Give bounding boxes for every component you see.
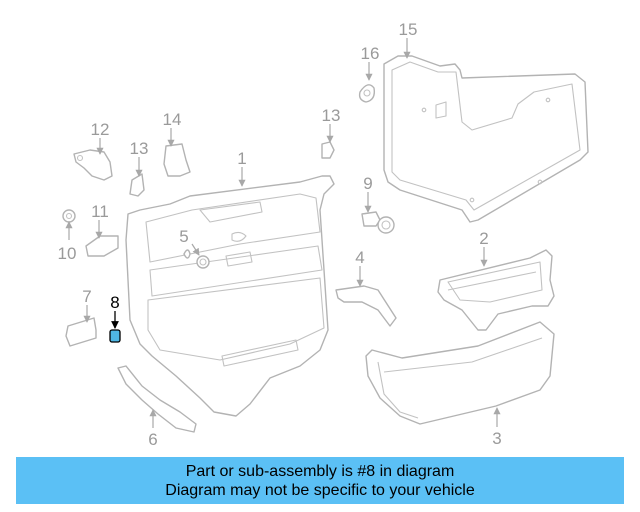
part-12-handle	[73, 149, 113, 181]
callout-10: 10	[58, 244, 77, 263]
info-banner: Part or sub-assembly is #8 in diagram Di…	[16, 457, 624, 504]
callout-4: 4	[355, 248, 364, 267]
callout-2: 2	[479, 229, 488, 248]
callout-labels: 1 2 3 4 5 6 7 8 9 10 11 12 13 13 14 15 1…	[58, 20, 502, 449]
callout-1: 1	[237, 149, 246, 168]
part-14-bracket	[163, 143, 191, 177]
leader-lines	[65, 38, 501, 428]
callout-5: 5	[179, 227, 188, 246]
callout-13-right: 13	[322, 106, 341, 125]
parts-diagram: 1 2 3 4 5 6 7 8 9 10 11 12 13 13 14 15 1…	[58, 20, 589, 449]
part-11-switch-bezel	[85, 235, 119, 257]
part-6-seal-strip	[117, 365, 197, 433]
callout-7: 7	[82, 287, 91, 306]
callout-14: 14	[163, 110, 182, 129]
callout-16: 16	[361, 44, 380, 63]
callout-13-left: 13	[130, 139, 149, 158]
part-13-bracket-upper	[321, 141, 335, 159]
part-15-cover	[383, 55, 589, 223]
part-9-plug	[361, 211, 395, 234]
part-2-armrest-trim	[437, 249, 555, 331]
part-16-clip	[358, 84, 376, 103]
banner-line-1: Part or sub-assembly is #8 in diagram	[185, 462, 455, 480]
callout-6: 6	[148, 430, 157, 449]
callout-3: 3	[492, 429, 501, 448]
part-8-clip-highlighted	[109, 329, 121, 343]
part-4-bracket	[335, 285, 397, 327]
part-7-bezel	[65, 317, 97, 347]
callout-8: 8	[110, 293, 119, 312]
part-5-knob	[183, 249, 210, 269]
callout-12: 12	[91, 120, 110, 139]
callout-9: 9	[363, 174, 372, 193]
part-10-clip	[62, 209, 76, 223]
part-1-door-trim-panel	[125, 175, 335, 417]
part-3-storage-pocket	[365, 321, 555, 425]
callout-11: 11	[91, 202, 109, 221]
banner-line-2: Diagram may not be specific to your vehi…	[165, 481, 475, 499]
part-13-bracket-left	[129, 173, 145, 197]
callout-15: 15	[399, 20, 418, 39]
